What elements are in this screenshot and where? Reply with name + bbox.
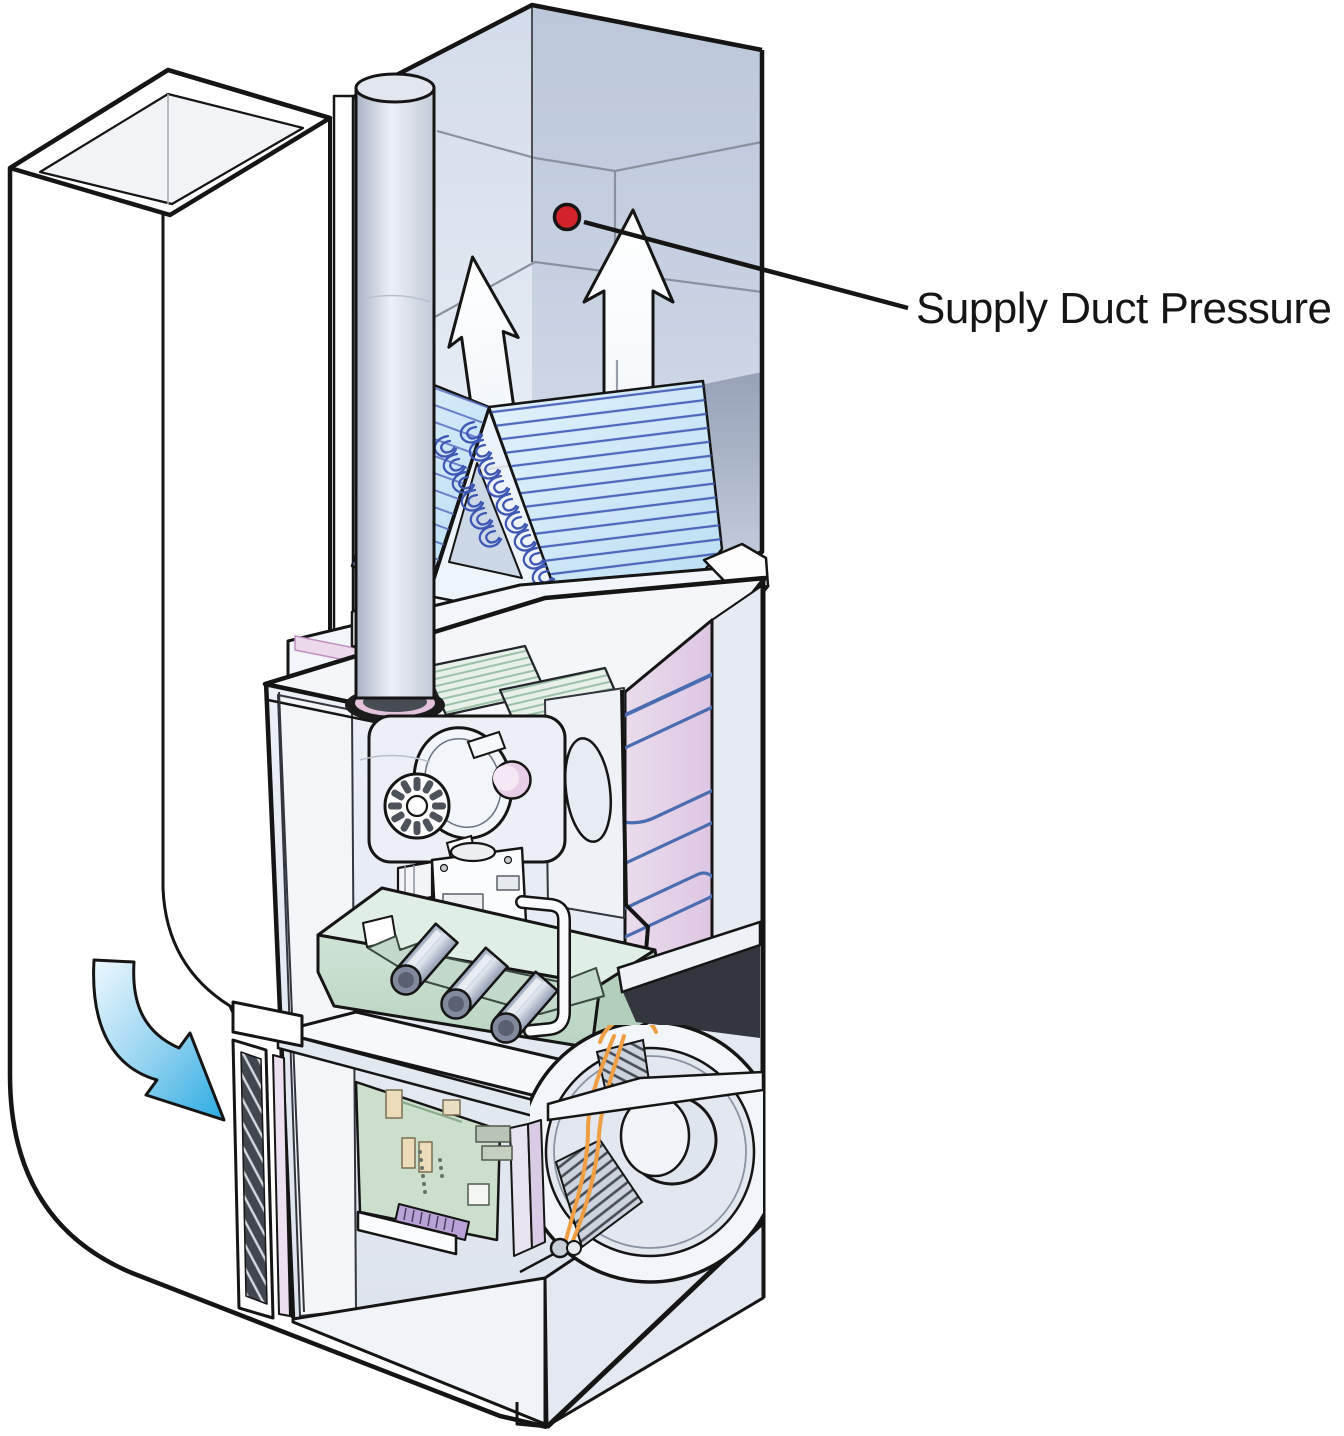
- air-filter: [231, 1000, 304, 1320]
- a-coil-front-window: [448, 462, 523, 579]
- inducer-fan-wheel: [383, 772, 451, 840]
- flue-pipe: [354, 72, 436, 763]
- return-airflow-arrow: [92, 958, 226, 1122]
- a-coil-right-hatch: [489, 381, 722, 634]
- annotation-supply-duct-pressure: Supply Duct Pressure: [552, 202, 1332, 333]
- inducer-cap-highlight: [493, 765, 519, 791]
- burner-caps: [390, 964, 522, 1044]
- wire-terminal-2: [566, 1240, 582, 1256]
- blower-assembly: [530, 1025, 763, 1284]
- return-duct-front-corner: [161, 213, 239, 1023]
- filter-gasket: [272, 1054, 291, 1317]
- flue-pipe-seams: [359, 294, 431, 763]
- cabinet-foot: [515, 1278, 549, 1429]
- inducer-bracket: [466, 730, 507, 760]
- control-board: [354, 1080, 546, 1257]
- cabinet-left-jamb-inner: [278, 691, 305, 1313]
- pressure-marker-dot: [552, 202, 582, 232]
- leader-line: [583, 219, 909, 311]
- inner-right-wall: [711, 584, 764, 939]
- heat-exchanger-tubes: [625, 662, 712, 985]
- blower-deck-right: [546, 1070, 765, 1122]
- inducer-assembly: [367, 714, 567, 864]
- board-bracket: [356, 1210, 458, 1256]
- annotation-label: Supply Duct Pressure: [916, 284, 1332, 333]
- return-duct-opening-inner: [38, 92, 305, 206]
- pcb-components: [385, 1089, 513, 1241]
- valve-detail-1: [496, 875, 520, 891]
- supply-duct-inner-shadow: [700, 372, 762, 568]
- filter-top-frame: [231, 1000, 304, 1048]
- board-rail-purple: [527, 1119, 546, 1249]
- flue-pipe-cap: [354, 72, 436, 104]
- blower-inlet-opening: [622, 945, 760, 1038]
- manifold-pipe: [517, 897, 569, 1036]
- burner-tubes: [390, 922, 559, 1044]
- supply-duct-top-edges: [350, 2, 763, 100]
- filter-media: [240, 1051, 268, 1305]
- return-duct-top-edges: [8, 67, 331, 170]
- blower-wires: [564, 1025, 658, 1245]
- blower-inlet-ledge: [616, 920, 762, 994]
- return-duct-left-edge: [7, 168, 548, 1430]
- flue-pipe-body: [354, 86, 436, 700]
- valve-knob: [449, 841, 497, 863]
